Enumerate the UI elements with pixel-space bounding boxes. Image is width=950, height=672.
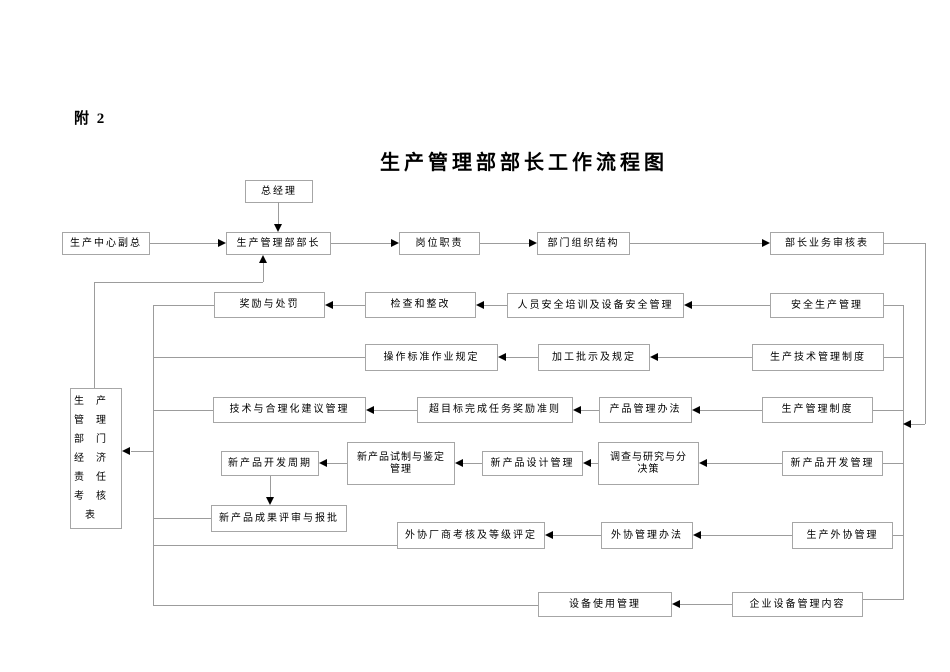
connector-line <box>153 305 214 306</box>
node-over-target-reward: 超目标完成任务奖励准则 <box>417 397 573 423</box>
node-production-center-vp: 生产中心副总 <box>62 232 150 255</box>
arrowhead-up-icon <box>259 255 267 263</box>
node-dept-minister: 生产管理部部长 <box>226 232 331 255</box>
arrowhead-left-icon <box>699 459 707 467</box>
node-product-mgmt-method: 产品管理办法 <box>599 397 692 423</box>
node-org-structure: 部门组织结构 <box>537 232 630 255</box>
arrowhead-left-icon <box>684 301 692 309</box>
node-minister-review-form: 部长业务审核表 <box>770 232 884 255</box>
connector-line <box>153 605 538 606</box>
node-processing-instruction: 加工批示及规定 <box>538 344 650 371</box>
connector-line <box>94 282 263 283</box>
arrowhead-left-icon <box>650 353 658 361</box>
connector-line <box>692 305 770 306</box>
arrowhead-left-icon <box>545 531 553 539</box>
connector-line <box>884 243 926 244</box>
attachment-label: 附 2 <box>74 111 107 127</box>
connector-line <box>883 463 903 464</box>
connector-line <box>581 410 599 411</box>
connector-line <box>506 357 538 358</box>
connector-line <box>863 599 903 600</box>
arrowhead-left-icon <box>319 459 327 467</box>
node-production-tech-system: 生产技术管理制度 <box>752 344 884 371</box>
connector-line <box>591 463 598 464</box>
connector-line <box>893 535 903 536</box>
arrowhead-right-icon <box>218 239 226 247</box>
arrowhead-left-icon <box>583 459 591 467</box>
connector-line <box>153 410 213 411</box>
connector-line <box>925 243 926 424</box>
connector-line <box>333 305 365 306</box>
node-outsourcing-mgmt: 生产外协管理 <box>792 522 893 549</box>
arrowhead-down-icon <box>274 224 282 232</box>
connector-line <box>484 305 507 306</box>
connector-line <box>480 243 529 244</box>
connector-line <box>278 202 279 226</box>
node-enterprise-equipment: 企业设备管理内容 <box>732 592 863 617</box>
node-general-manager: 总经理 <box>245 180 313 203</box>
node-investigation-decision: 调查与研究与分决策 <box>598 442 699 485</box>
arrowhead-right-icon <box>529 239 537 247</box>
node-outsourcing-method: 外协管理办法 <box>601 522 693 549</box>
node-new-product-design: 新产品设计管理 <box>482 451 583 476</box>
arrowhead-left-icon <box>455 459 463 467</box>
node-production-mgmt-system: 生产管理制度 <box>762 397 873 423</box>
arrowhead-left-icon <box>903 420 911 428</box>
connector-line <box>873 410 903 411</box>
arrowhead-left-icon <box>366 406 374 414</box>
connector-line <box>270 476 271 497</box>
arrowhead-left-icon <box>122 447 130 455</box>
arrowhead-left-icon <box>498 353 506 361</box>
node-operation-standard: 操作标准作业规定 <box>365 344 498 371</box>
node-new-product-dev-mgmt: 新产品开发管理 <box>782 451 883 476</box>
node-responsibility-form: 生产管理部门经济责任考核表 <box>70 388 122 529</box>
connector-line <box>153 357 365 358</box>
node-new-product-cycle: 新产品开发周期 <box>221 451 319 476</box>
node-vendor-assessment: 外协厂商考核及等级评定 <box>397 522 545 549</box>
arrowhead-left-icon <box>672 600 680 608</box>
connector-line <box>131 451 153 452</box>
node-trial-appraisal-mgmt: 新产品试制与鉴定管理 <box>347 442 455 485</box>
connector-line <box>153 518 211 519</box>
node-tech-suggestion-mgmt: 技术与合理化建议管理 <box>213 397 366 423</box>
arrowhead-right-icon <box>762 239 770 247</box>
connector-line <box>463 463 482 464</box>
connector-line <box>903 305 904 600</box>
arrowhead-right-icon <box>391 239 399 247</box>
node-safety-training: 人员安全培训及设备安全管理 <box>507 293 684 318</box>
node-achievement-review: 新产品成果评审与报批 <box>211 505 347 532</box>
connector-line <box>884 305 903 306</box>
node-safety-production-mgmt: 安全生产管理 <box>770 293 884 318</box>
node-post-duty: 岗位职责 <box>399 232 480 255</box>
arrowhead-left-icon <box>476 301 484 309</box>
arrowhead-left-icon <box>693 531 701 539</box>
connector-line <box>700 410 762 411</box>
connector-line <box>630 243 762 244</box>
arrowhead-down-icon <box>266 497 274 505</box>
connector-line <box>94 282 95 388</box>
arrowhead-left-icon <box>573 406 581 414</box>
connector-line <box>553 535 601 536</box>
connector-line <box>327 463 347 464</box>
connector-line <box>884 357 903 358</box>
connector-line <box>153 545 397 546</box>
connector-line <box>374 410 417 411</box>
connector-line <box>680 604 732 605</box>
node-check-rectify: 检查和整改 <box>365 292 476 318</box>
page-title: 生产管理部部长工作流程图 <box>380 152 668 174</box>
connector-line <box>331 243 391 244</box>
connector-line <box>701 535 792 536</box>
connector-line <box>263 263 264 282</box>
connector-line <box>911 424 925 425</box>
connector-line <box>150 243 218 244</box>
arrowhead-left-icon <box>692 406 700 414</box>
arrowhead-left-icon <box>325 301 333 309</box>
connector-line <box>707 463 782 464</box>
node-equipment-use-mgmt: 设备使用管理 <box>538 592 672 617</box>
node-reward-punish: 奖励与处罚 <box>214 292 325 318</box>
connector-line <box>658 357 752 358</box>
connector-line <box>153 305 154 606</box>
